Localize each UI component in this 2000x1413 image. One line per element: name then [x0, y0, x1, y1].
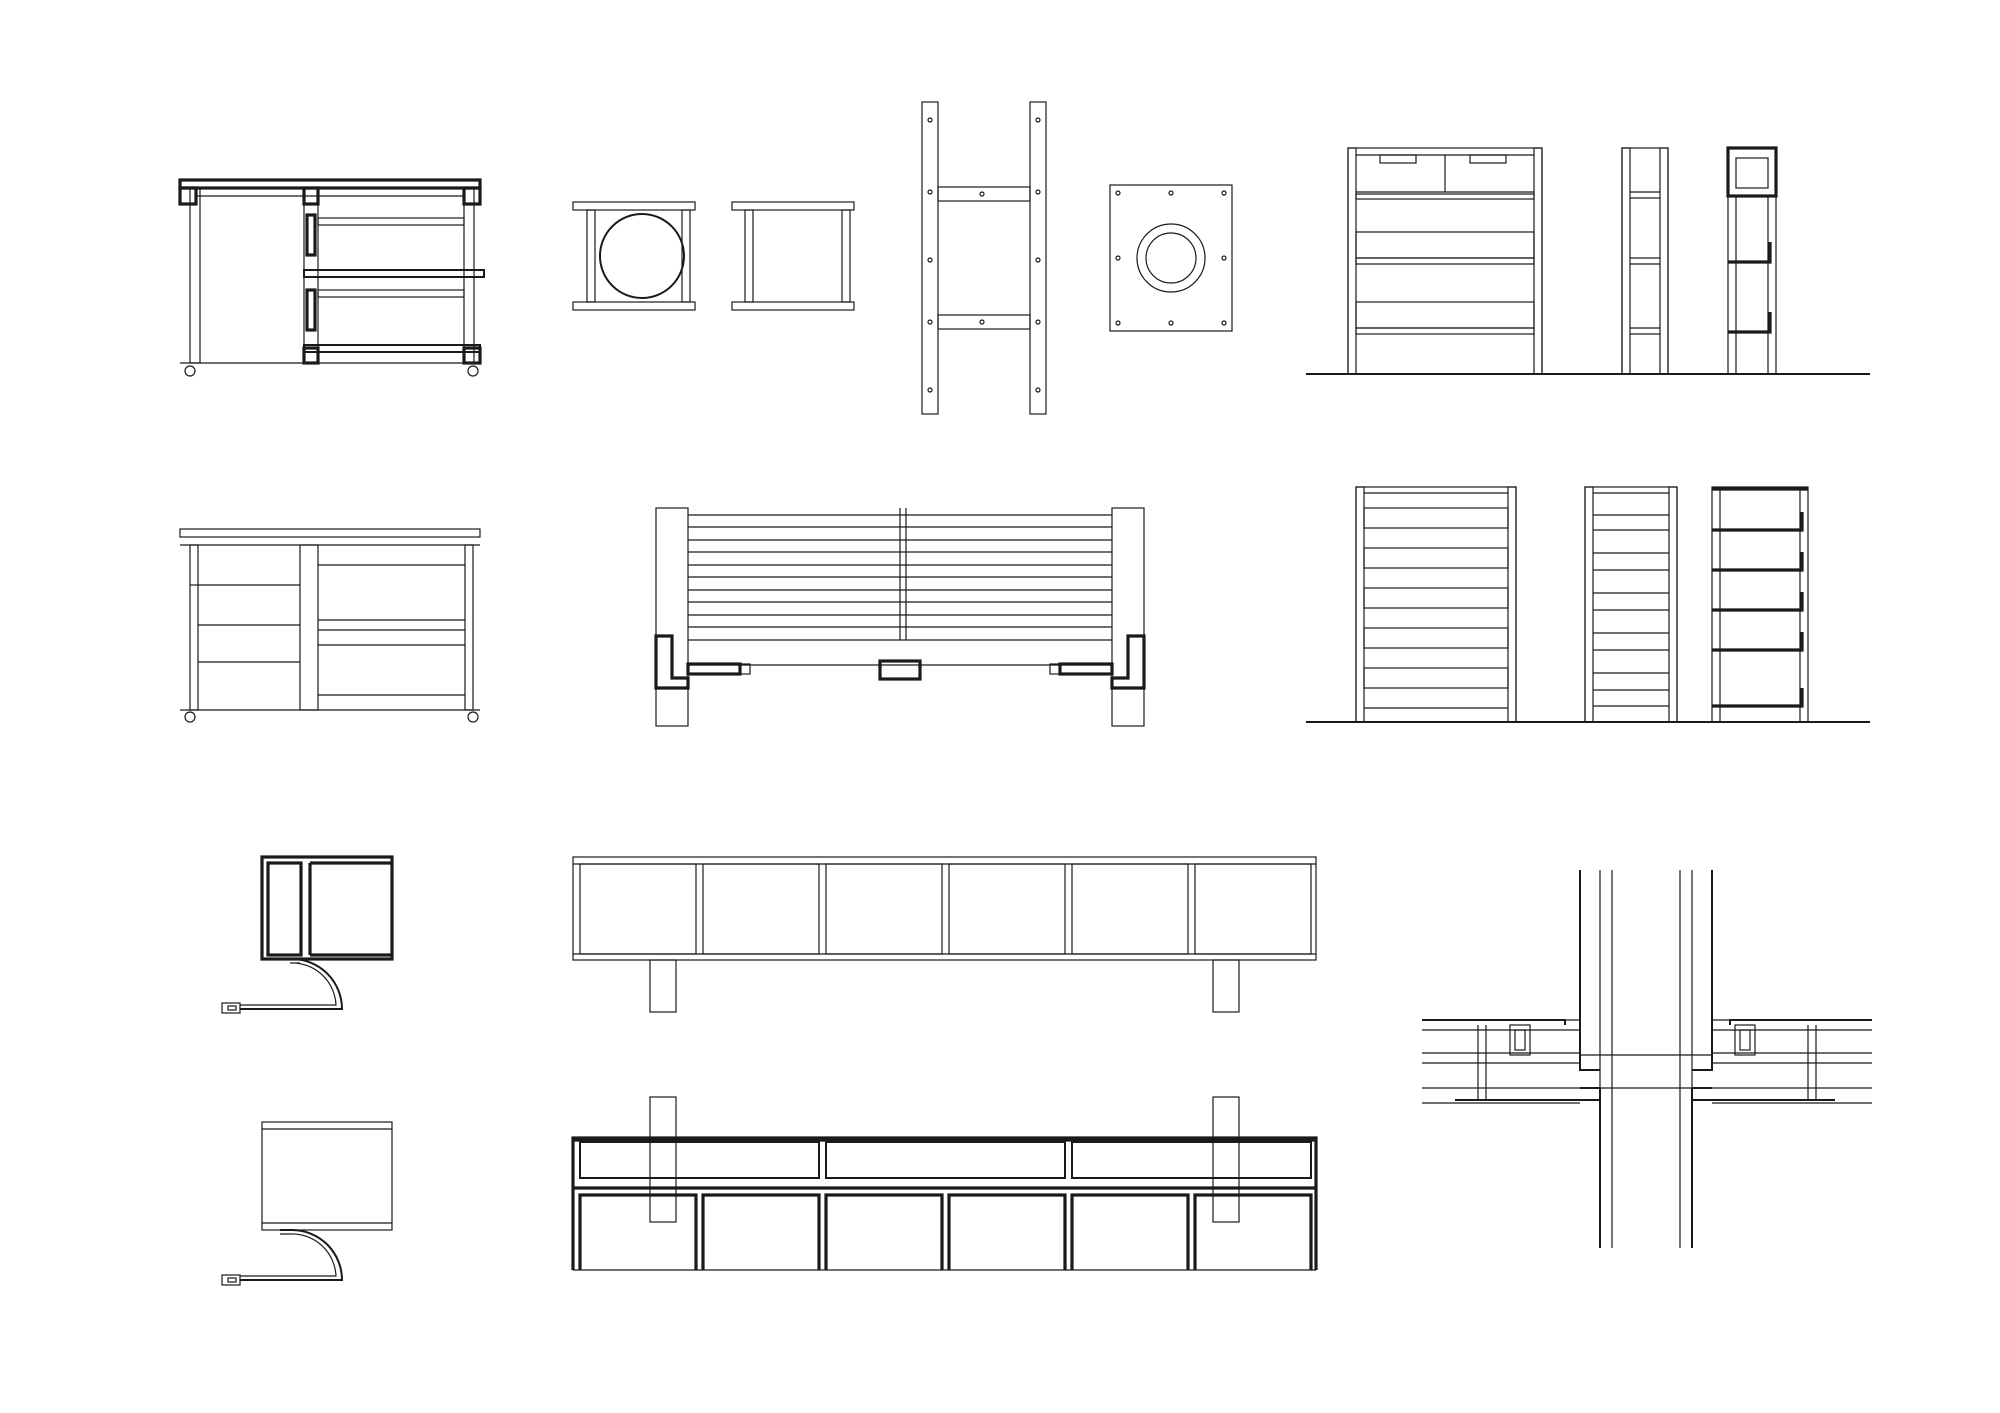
junction-detail: [1422, 870, 1872, 1248]
square-plate: [1109, 184, 1233, 332]
drawer-unit-side: [1621, 147, 1669, 375]
shelf-unit-side: [1584, 486, 1678, 723]
long-sideboard-elevation: [572, 856, 1317, 1013]
drawer-unit-front: [1306, 147, 1870, 375]
side-table-elevation: [221, 1121, 393, 1286]
shelf-unit-front: [1306, 486, 1870, 723]
drawer-unit-section: [1726, 146, 1778, 375]
stool-side: [731, 201, 855, 311]
bench-slatted: [654, 507, 1146, 727]
cart-front-elevation: [178, 178, 485, 377]
ladder-frame: [921, 101, 1047, 415]
shelf-unit-section: [1711, 486, 1809, 723]
side-table-section: [221, 855, 394, 1014]
long-sideboard-section: [571, 1096, 1318, 1271]
stool-plan: [572, 201, 696, 311]
cart-rear-elevation: [179, 528, 481, 723]
